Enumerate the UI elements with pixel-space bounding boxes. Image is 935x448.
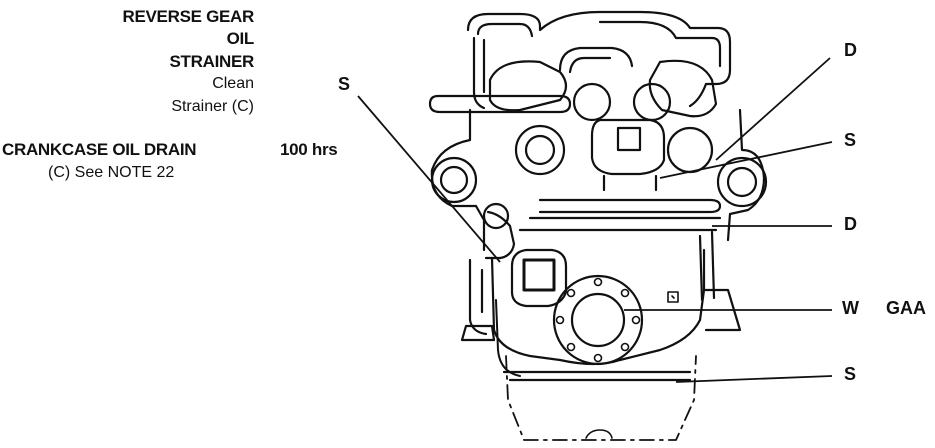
upper-center-left-disc bbox=[514, 124, 566, 176]
upper-center-right-disc bbox=[632, 82, 672, 122]
left-upper-tube bbox=[472, 36, 486, 110]
right-rocker-cover bbox=[648, 59, 718, 118]
callout-d-top: D bbox=[844, 40, 857, 60]
small-fitting bbox=[667, 291, 679, 303]
strainer-body bbox=[510, 248, 568, 308]
oil-pan-outline bbox=[505, 355, 697, 441]
strainer-cap bbox=[522, 258, 556, 292]
left-mid-circle bbox=[482, 202, 510, 230]
leader-d-top bbox=[715, 57, 831, 161]
callout-s-upper: S bbox=[844, 130, 857, 150]
drain-rail bbox=[502, 370, 692, 382]
lower-left-side bbox=[468, 258, 488, 336]
label-oil: OIL bbox=[226, 29, 255, 48]
label-crankcase-oil-drain: CRANKCASE OIL DRAIN bbox=[2, 140, 197, 159]
center-housing bbox=[590, 118, 666, 176]
label-clean: Clean bbox=[212, 75, 254, 92]
upper-center-left-disc-inner bbox=[524, 134, 556, 166]
upper-left-pulley bbox=[430, 156, 478, 204]
callout-gaa: GAA bbox=[886, 298, 926, 318]
callout-s-bottom: S bbox=[844, 364, 857, 384]
leader-s-left bbox=[357, 95, 501, 263]
upper-center-disc bbox=[572, 82, 612, 122]
center-housing-detail bbox=[602, 126, 658, 192]
drain-tube bbox=[495, 299, 521, 377]
callout-w: W bbox=[842, 298, 859, 318]
right-pulley bbox=[716, 156, 768, 208]
left-mount-foot bbox=[460, 324, 496, 342]
leader-s-upper bbox=[659, 141, 833, 179]
oil-pan-plug bbox=[585, 429, 613, 439]
leader-s-bottom bbox=[675, 375, 833, 383]
label-strainer: STRAINER bbox=[169, 52, 255, 71]
upper-right-disc bbox=[666, 126, 714, 174]
middle-rail-lower bbox=[518, 216, 722, 232]
flywheel-outer bbox=[552, 274, 644, 366]
label-strainer-c: Strainer (C) bbox=[171, 98, 254, 115]
top-manifold-inner bbox=[476, 20, 722, 68]
flywheel-bolts bbox=[555, 277, 641, 363]
right-pulley-inner bbox=[726, 166, 758, 198]
upper-left-pulley-inner bbox=[439, 165, 469, 195]
flywheel-inner bbox=[570, 292, 626, 348]
callout-d-mid: D bbox=[844, 214, 857, 234]
center-pipe bbox=[428, 94, 572, 114]
middle-rail-upper bbox=[538, 198, 722, 214]
top-manifold bbox=[466, 10, 732, 108]
label-interval: 100 hrs bbox=[280, 140, 338, 159]
oil-filler-tube bbox=[558, 46, 634, 74]
left-rocker-cover bbox=[488, 60, 568, 112]
label-reverse-gear: REVERSE GEAR bbox=[122, 7, 255, 26]
left-bracket bbox=[484, 210, 516, 260]
label-see-note: (C) See NOTE 22 bbox=[48, 164, 175, 181]
right-side-lines bbox=[698, 230, 716, 302]
callout-s-left: S bbox=[338, 74, 351, 94]
